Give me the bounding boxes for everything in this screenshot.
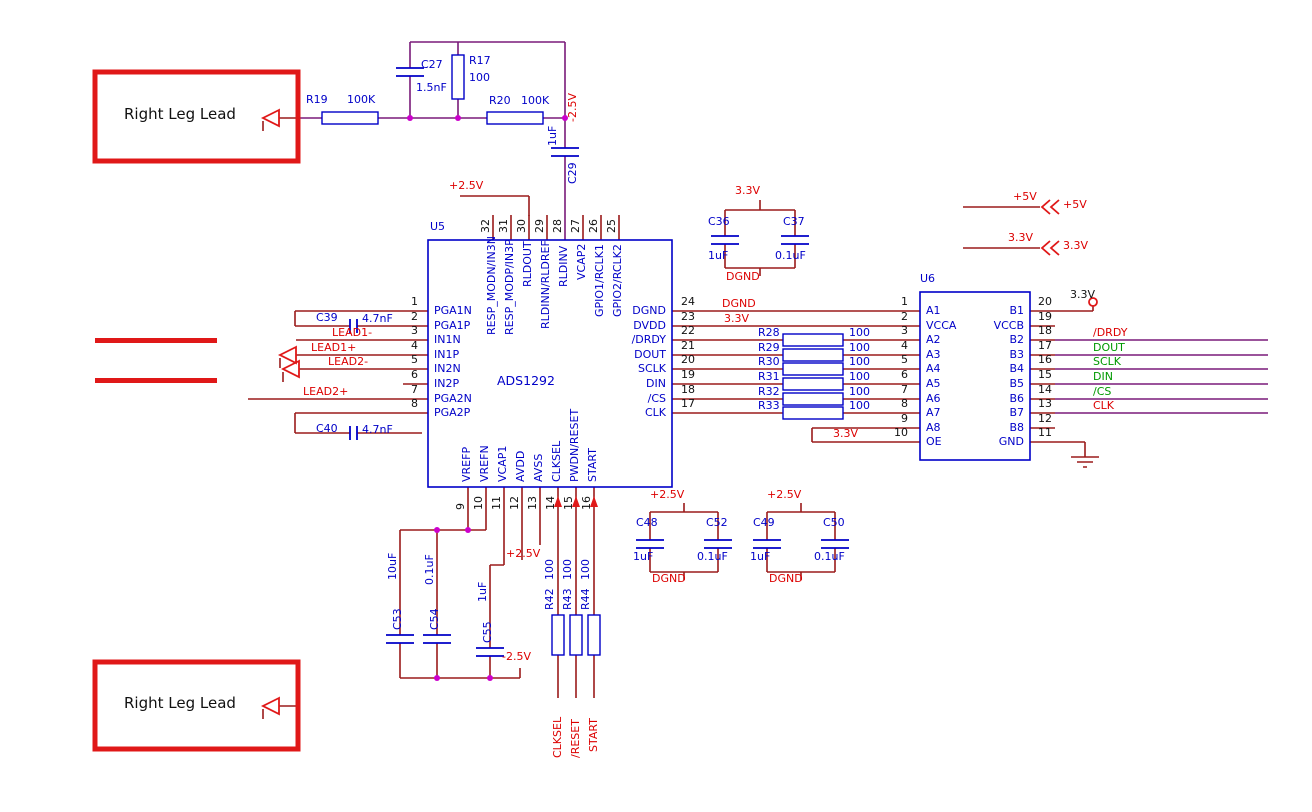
- u6-body: [919, 291, 1031, 461]
- port-arrow-icons: [260, 108, 300, 716]
- electrode-bar-bottom: [95, 378, 217, 383]
- ground-symbol: [1071, 456, 1099, 468]
- u5-u6-row-wires: [697, 206, 1094, 457]
- lead-input-wires: [248, 117, 422, 719]
- signal-arrowheads: [554, 496, 598, 507]
- r32-body: [782, 392, 844, 406]
- bottom-network-wires: [399, 195, 595, 698]
- r19-body: [321, 111, 379, 125]
- decoupling-bracket-wires: [649, 200, 836, 580]
- r31-body: [782, 377, 844, 391]
- wires-red: [248, 117, 1099, 719]
- red-symbols: [92, 69, 1098, 752]
- power-port-circle: [1088, 297, 1098, 307]
- r28-body: [782, 333, 844, 347]
- r33-body: [782, 406, 844, 420]
- electrode-bar-top: [95, 338, 217, 343]
- right-leg-lead-box-bottom: [92, 659, 301, 752]
- r44-body: [587, 614, 601, 656]
- r42-body: [551, 614, 565, 656]
- r30-body: [782, 362, 844, 376]
- component-bodies: [321, 54, 1031, 657]
- u5-pin-leads: [403, 215, 697, 512]
- wires-purple: [300, 41, 1268, 414]
- r17-body: [451, 54, 465, 100]
- right-leg-lead-box-top: [92, 69, 301, 164]
- capacitor-plates: [349, 67, 849, 657]
- junction-dots: [407, 115, 568, 681]
- r43-body: [569, 614, 583, 656]
- chevron-power-icons: [1040, 199, 1060, 256]
- r29-body: [782, 348, 844, 362]
- u5-body: [427, 239, 673, 488]
- r20-body: [486, 111, 544, 125]
